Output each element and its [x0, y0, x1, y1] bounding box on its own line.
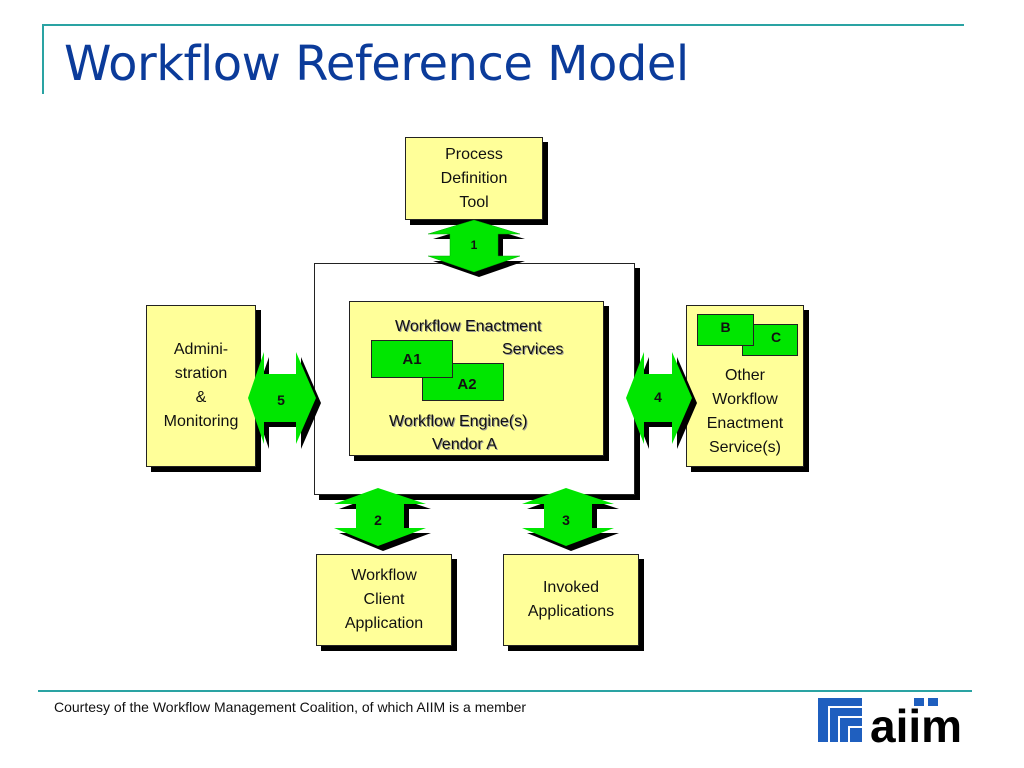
- interface-2-label: 2: [374, 512, 382, 528]
- engine-a1-front: A1: [371, 340, 453, 378]
- box-line: Monitoring: [163, 413, 239, 430]
- aiim-logo: aiim: [818, 698, 962, 744]
- box-line: Applications: [527, 603, 615, 620]
- box-line: Tool: [459, 193, 489, 211]
- box-line: stration: [174, 365, 228, 382]
- box-line: Enactment: [706, 415, 784, 432]
- interface-3-label: 3: [562, 512, 570, 528]
- box-line: Definition: [440, 169, 508, 187]
- box-line: Client: [363, 591, 405, 608]
- engine-b: B: [697, 314, 754, 346]
- administration-monitoring-box: Admini- stration & Monitoring: [146, 305, 256, 467]
- title-left-rule: [42, 24, 44, 94]
- engine-a2-label: A2: [457, 375, 477, 393]
- engine-line2: Vendor A: [432, 436, 497, 453]
- interface-4-arrow: [626, 352, 697, 449]
- workflow-client-box: Workflow Client Application: [316, 554, 452, 646]
- box-line: &: [195, 389, 207, 406]
- interface-2-arrow: [334, 488, 431, 551]
- box-line: Application: [344, 615, 424, 632]
- aiim-logo-text: aiim: [870, 700, 962, 744]
- enactment-heading-line2: Services: [502, 341, 564, 358]
- interface-3-arrow: [522, 488, 619, 551]
- box-line: Workflow: [351, 567, 417, 584]
- footer-credit: Courtesy of the Workflow Management Coal…: [54, 699, 527, 715]
- page-title: Workflow Reference Model: [64, 36, 689, 92]
- engine-c-label: C: [770, 329, 782, 345]
- box-line: Workflow: [712, 391, 778, 408]
- box-line: Service(s): [708, 439, 781, 456]
- title-top-rule: [42, 24, 964, 26]
- enactment-heading-line1: Workflow Enactment: [395, 318, 542, 335]
- box-line: Invoked: [542, 579, 600, 596]
- aiim-logo-mark-icon: [818, 698, 862, 742]
- process-definition-tool-box: Process Definition Tool: [405, 137, 543, 220]
- interface-1-label: 1: [470, 238, 478, 252]
- box-line: Other: [724, 367, 765, 384]
- footer-rule: [38, 690, 972, 692]
- interface-4-label: 4: [654, 389, 662, 405]
- interface-5-arrow: [248, 352, 321, 449]
- invoked-applications-box: Invoked Applications: [503, 554, 639, 646]
- box-line: Admini-: [173, 341, 229, 358]
- engine-line1: Workflow Engine(s): [389, 413, 528, 430]
- box-line: Process: [445, 145, 503, 163]
- interface-1-arrow: [427, 219, 525, 277]
- interface-5-label: 5: [277, 392, 285, 408]
